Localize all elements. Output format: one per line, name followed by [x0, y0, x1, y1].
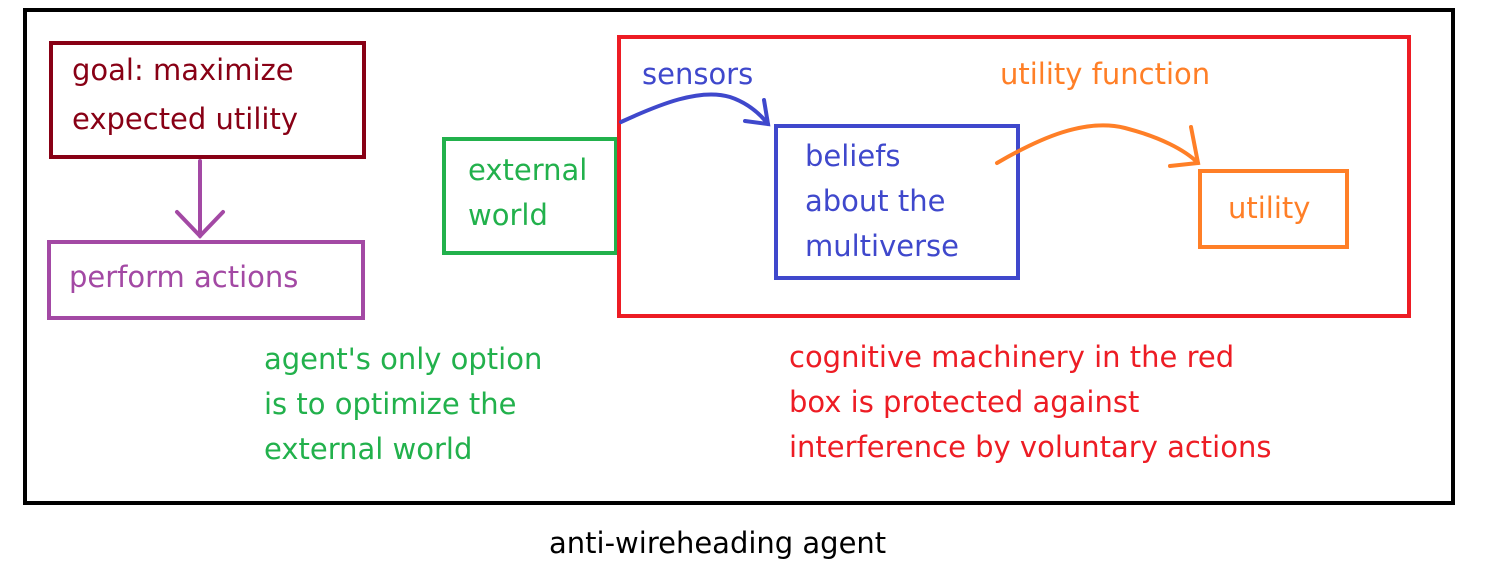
diagram-frame — [23, 8, 1455, 505]
utility-box — [1198, 169, 1349, 249]
goal-to-actions-arrow — [175, 159, 225, 239]
beliefs-line-3: multiverse — [805, 229, 959, 263]
diagram-caption: anti-wireheading agent — [549, 526, 887, 560]
protection-note-line-2: box is protected against — [789, 385, 1140, 419]
utility-function-arrow — [995, 123, 1201, 168]
beliefs-box — [774, 124, 1020, 280]
protected-region-box — [617, 35, 1411, 318]
goal-box — [49, 41, 366, 159]
utility-function-label: utility function — [1000, 57, 1211, 91]
goal-text-line-2: expected utility — [72, 102, 298, 136]
sensors-arrow — [619, 92, 771, 127]
actions-box — [47, 240, 365, 320]
beliefs-line-2: about the — [805, 184, 946, 218]
agent-note-line-2: is to optimize the — [264, 387, 517, 421]
actions-label: perform actions — [69, 260, 299, 294]
utility-label: utility — [1228, 191, 1311, 225]
agent-note-line-1: agent's only option — [264, 342, 543, 376]
sensors-label: sensors — [642, 57, 754, 91]
protection-note-line-3: interference by voluntary actions — [789, 430, 1272, 464]
agent-note-line-3: external world — [264, 432, 473, 466]
goal-text-line-1: goal: maximize — [72, 53, 294, 87]
protection-note-line-1: cognitive machinery in the red — [789, 340, 1235, 374]
external-world-box — [442, 137, 618, 255]
external-world-line-2: world — [468, 198, 548, 232]
beliefs-line-1: beliefs — [805, 139, 901, 173]
external-world-line-1: external — [468, 153, 588, 187]
